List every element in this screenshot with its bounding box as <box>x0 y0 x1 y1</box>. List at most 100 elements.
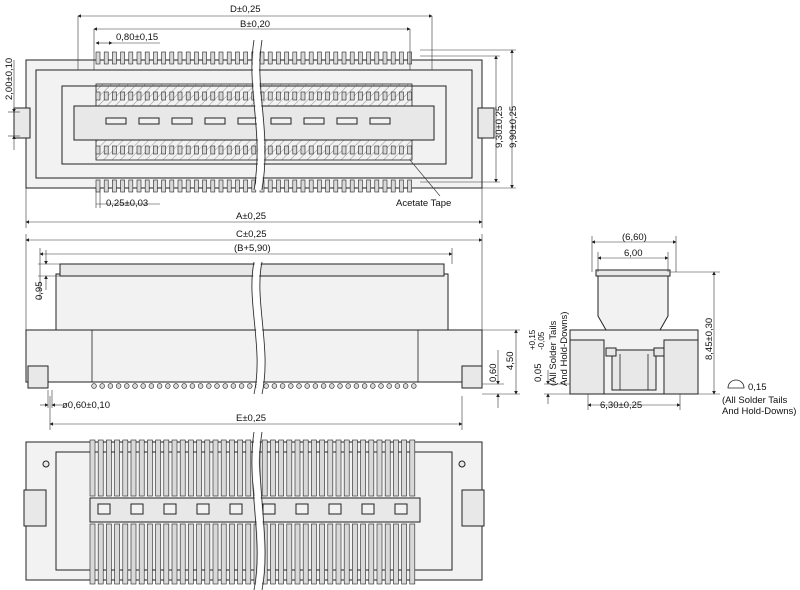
top-pin-lower <box>292 179 298 193</box>
bottom-pin-upper <box>220 439 227 497</box>
top-slot-window <box>303 117 325 125</box>
top-contact-slots <box>105 117 391 125</box>
top-contact-lower <box>276 145 281 155</box>
top-pin-lower <box>390 179 396 193</box>
bottom-pin-upper <box>204 439 211 497</box>
top-contact-lower <box>177 145 183 155</box>
bottom-pin-upper <box>335 439 342 497</box>
bottom-pin-lower <box>188 523 194 585</box>
dim-h2-label: 9,90±0,25 <box>508 106 519 148</box>
top-pin-upper <box>153 51 158 65</box>
top-contact-lower <box>366 145 371 155</box>
top-pin-upper <box>292 51 298 65</box>
top-contact-upper <box>366 91 371 101</box>
top-pin-lower <box>95 179 101 193</box>
bottom-pin-upper <box>327 439 334 497</box>
dim-a-label: A±0,25 <box>236 211 266 222</box>
top-contact-lower <box>95 145 101 155</box>
bottom-slot-window <box>97 503 111 515</box>
top-pin-upper <box>243 51 248 65</box>
side-base-left <box>569 339 605 395</box>
front-solder-tail <box>181 383 187 389</box>
top-pin-lower <box>202 179 207 193</box>
top-contact-lower <box>251 145 257 155</box>
top-contact-upper <box>210 91 216 101</box>
bottom-pin-upper <box>352 439 358 497</box>
top-contact-upper <box>226 91 232 101</box>
top-pin-lower <box>341 179 347 193</box>
top-contact-upper <box>407 91 412 101</box>
top-contact-lower <box>128 145 134 155</box>
top-contact-upper <box>243 91 248 101</box>
bottom-pin-lower <box>335 523 342 585</box>
bottom-pin-upper <box>343 439 350 497</box>
top-pin-lower <box>144 179 150 193</box>
bottom-pin-upper <box>237 439 243 497</box>
top-contact-lower <box>226 145 232 155</box>
top-pin-upper <box>112 51 117 65</box>
top-contact-upper <box>112 91 117 101</box>
top-pin-lower <box>128 179 134 193</box>
front-solder-tail <box>214 383 220 389</box>
top-contact-lower <box>210 145 216 155</box>
top-contact-upper <box>333 91 339 101</box>
top-pin-lower <box>399 179 404 193</box>
front-solder-tail <box>165 383 171 389</box>
top-pin-upper <box>382 51 388 65</box>
front-solder-tail <box>320 383 327 389</box>
bottom-pin-lower <box>163 523 170 585</box>
front-solder-tail <box>222 383 228 389</box>
front-solder-tail <box>132 383 138 389</box>
top-contact-lower <box>144 145 150 155</box>
top-contact-lower <box>399 145 404 155</box>
top-pin-upper <box>358 51 363 65</box>
bottom-pin-upper <box>319 439 325 497</box>
top-contact-lower <box>317 145 322 155</box>
bottom-pin-upper <box>368 439 375 497</box>
top-pin-lower <box>407 179 412 193</box>
front-solder-tail <box>394 383 401 389</box>
dim-660-label: (6,60) <box>622 232 647 243</box>
top-pin-lower <box>333 179 339 193</box>
bottom-pin-lower <box>147 523 153 585</box>
top-pin-upper <box>210 51 216 65</box>
top-pin-upper <box>120 51 125 65</box>
top-pin-lower <box>308 179 314 193</box>
top-contact-lower <box>390 145 396 155</box>
front-solder-tail <box>279 383 286 389</box>
front-solder-tail <box>271 383 278 389</box>
dim-coplanar-tol-a: +0,15 <box>528 329 537 350</box>
top-contact-upper <box>284 91 289 101</box>
bottom-pin-lower <box>106 523 112 585</box>
top-contact-lower <box>136 145 142 155</box>
top-contact-lower <box>161 145 166 155</box>
top-pin-upper <box>103 51 109 65</box>
top-pin-upper <box>128 51 134 65</box>
top-contact-lower <box>325 145 330 155</box>
bottom-pin-upper <box>245 439 252 497</box>
top-contact-lower <box>292 145 298 155</box>
front-solder-tail <box>148 383 155 389</box>
bottom-slot-window <box>394 503 408 515</box>
top-pin-upper <box>349 51 355 65</box>
front-left-holddown <box>27 365 49 389</box>
bottom-pin-lower <box>327 523 334 585</box>
front-solder-tail <box>99 383 105 389</box>
front-solder-tail <box>288 383 294 389</box>
top-pin-upper <box>169 51 175 65</box>
top-pin-upper <box>333 51 339 65</box>
top-pin-lower <box>161 179 166 193</box>
bottom-pin-upper <box>212 439 219 497</box>
bottom-pin-upper <box>179 439 186 497</box>
top-pin-lower <box>300 179 306 193</box>
bottom-left-holddown <box>23 489 47 527</box>
top-contact-lower <box>235 145 240 155</box>
bottom-pin-upper <box>393 439 399 497</box>
top-pin-upper <box>267 51 273 65</box>
bottom-pin-lower <box>245 523 252 585</box>
top-slot-window <box>105 117 127 125</box>
side-contact-right <box>653 347 665 357</box>
front-solder-tail <box>411 383 417 389</box>
bottom-pin-lower <box>114 523 120 585</box>
top-contact-lower <box>202 145 207 155</box>
